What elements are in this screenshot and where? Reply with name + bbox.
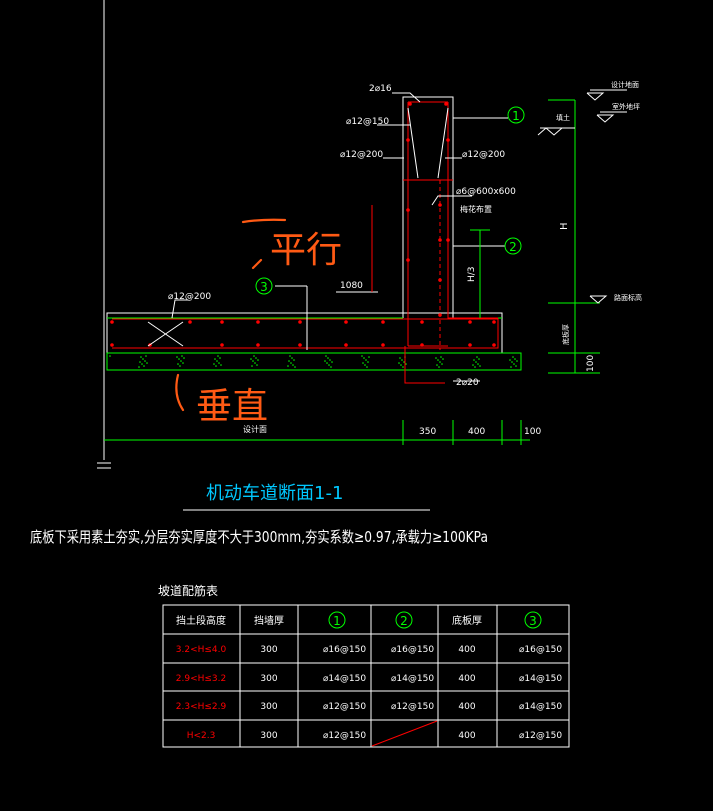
label-tie: ⌀6@600x600 xyxy=(456,187,516,197)
table-cell: 300 xyxy=(260,731,277,741)
table-header-rebar-3: 3 xyxy=(529,614,537,628)
construction-note: 底板下采用素土夯实,分层夯实厚度不大于300mm,夯实系数≥0.97,承载力≥1… xyxy=(30,528,488,546)
table-cell: 300 xyxy=(260,645,277,655)
table-cell: ⌀14@150 xyxy=(391,674,434,684)
table-cell: ⌀12@150 xyxy=(391,702,434,712)
callout-3: 3 xyxy=(260,280,268,294)
label-bottom-bars: 2⌀20 xyxy=(456,378,479,388)
table-cell: ⌀12@150 xyxy=(519,731,562,741)
dim-h-label: H xyxy=(559,222,570,230)
table-cell: ⌀14@150 xyxy=(519,674,562,684)
table-caption: 坡道配筋表 xyxy=(158,583,218,598)
label-stem-outer-top: ⌀12@150 xyxy=(346,117,389,127)
dim-1080-label: 1080 xyxy=(340,281,363,291)
table-cell: ⌀16@150 xyxy=(391,645,434,655)
table-cell: ⌀12@150 xyxy=(323,702,366,712)
table-cell: ⌀14@150 xyxy=(323,674,366,684)
table-cell: ⌀12@150 xyxy=(323,731,366,741)
table-header-wall-thickness: 挡墙厚 xyxy=(254,614,284,627)
dim-h3-label: H/3 xyxy=(467,266,477,282)
level-label-d: 路面标高 xyxy=(614,293,642,302)
label-stem-outer-mid: ⌀12@200 xyxy=(340,150,383,160)
callout-2: 2 xyxy=(509,240,517,254)
rebar-dots xyxy=(110,102,496,347)
table-cell: 300 xyxy=(260,702,277,712)
slab-x-mark xyxy=(147,107,449,347)
elevation-marks xyxy=(537,89,627,304)
table-cell: 400 xyxy=(458,731,475,741)
table-header-height: 挡土段高度 xyxy=(176,614,226,627)
table-cell: 300 xyxy=(260,674,277,684)
table-cell: 2.3<H≤2.9 xyxy=(176,702,227,712)
label-slab-top: ⌀12@200 xyxy=(168,292,211,302)
table-cell: ⌀16@150 xyxy=(519,645,562,655)
label-top-bars: 2⌀16 xyxy=(369,84,392,94)
table-cell: 2.9<H≤3.2 xyxy=(176,674,226,684)
label-tie-note: 梅花布置 xyxy=(460,204,492,214)
table-cell: 400 xyxy=(458,645,475,655)
dim-100-label: 100 xyxy=(524,427,541,437)
dim-350-label: 350 xyxy=(419,427,436,437)
leader-lines xyxy=(171,92,508,382)
callouts xyxy=(255,106,525,295)
dim-100-vertical-label: 100 xyxy=(586,355,596,372)
level-label-a: 设计地面 xyxy=(611,80,639,89)
table-grid xyxy=(162,604,570,748)
level-label-c: 填土 xyxy=(556,113,570,122)
table-cell: 400 xyxy=(458,702,475,712)
concrete-base xyxy=(106,352,522,371)
table-header-rebar-2: 2 xyxy=(400,614,408,628)
table-header-rebar-1: 1 xyxy=(333,614,341,628)
callout-1: 1 xyxy=(512,109,520,123)
table-cell: ⌀14@150 xyxy=(519,702,562,712)
markup-strokes xyxy=(175,218,287,412)
section-title: 机动车道断面1-1 xyxy=(206,483,343,504)
label-stem-inner: ⌀12@200 xyxy=(462,150,505,160)
wall-outline xyxy=(106,96,503,354)
rebar-lines xyxy=(112,101,499,384)
level-label-b: 室外地坪 xyxy=(612,102,640,111)
table-header-circles xyxy=(328,611,542,629)
dimension-lines xyxy=(104,99,600,445)
dim-400-label: 400 xyxy=(468,427,485,437)
table-cell: 3.2<H≤4.0 xyxy=(176,645,227,655)
level-label-e: 底板厚 xyxy=(561,324,570,345)
table-cell: H<2.3 xyxy=(187,731,216,741)
table-header-slab-thickness: 底板厚 xyxy=(452,614,482,627)
markup-vertical: 垂直 xyxy=(196,386,268,427)
ground-label: 设计面 xyxy=(243,424,267,434)
markup-parallel: 平行 xyxy=(270,230,342,271)
table-cell: ⌀16@150 xyxy=(323,645,366,655)
table-cell: 400 xyxy=(458,674,475,684)
table-empty-slash xyxy=(371,720,438,747)
